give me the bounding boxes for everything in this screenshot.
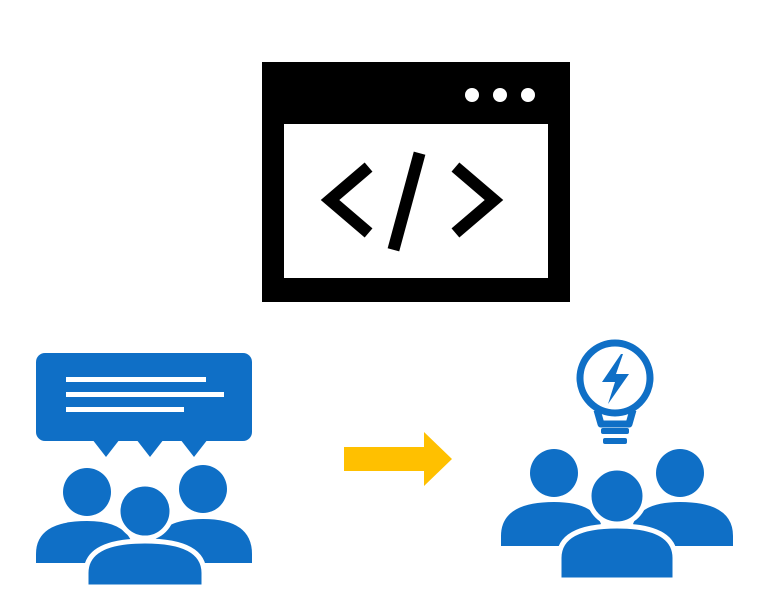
window-dot [465, 88, 479, 102]
light-bulb-icon [576, 339, 654, 444]
people-group-icon [36, 465, 252, 587]
people-group-icon [501, 449, 733, 582]
arrow-right-icon [344, 432, 452, 486]
code-bracket-left [320, 162, 373, 238]
speech-bubble-icon [36, 353, 252, 457]
code-bracket-right [451, 162, 504, 238]
window-dot [521, 88, 535, 102]
window-dot [493, 88, 507, 102]
idea-group-icon [501, 339, 733, 582]
discussion-group-icon [36, 353, 252, 587]
lightning-bolt-icon [602, 354, 629, 404]
code-slash [387, 151, 426, 252]
code-window-icon [262, 62, 570, 302]
